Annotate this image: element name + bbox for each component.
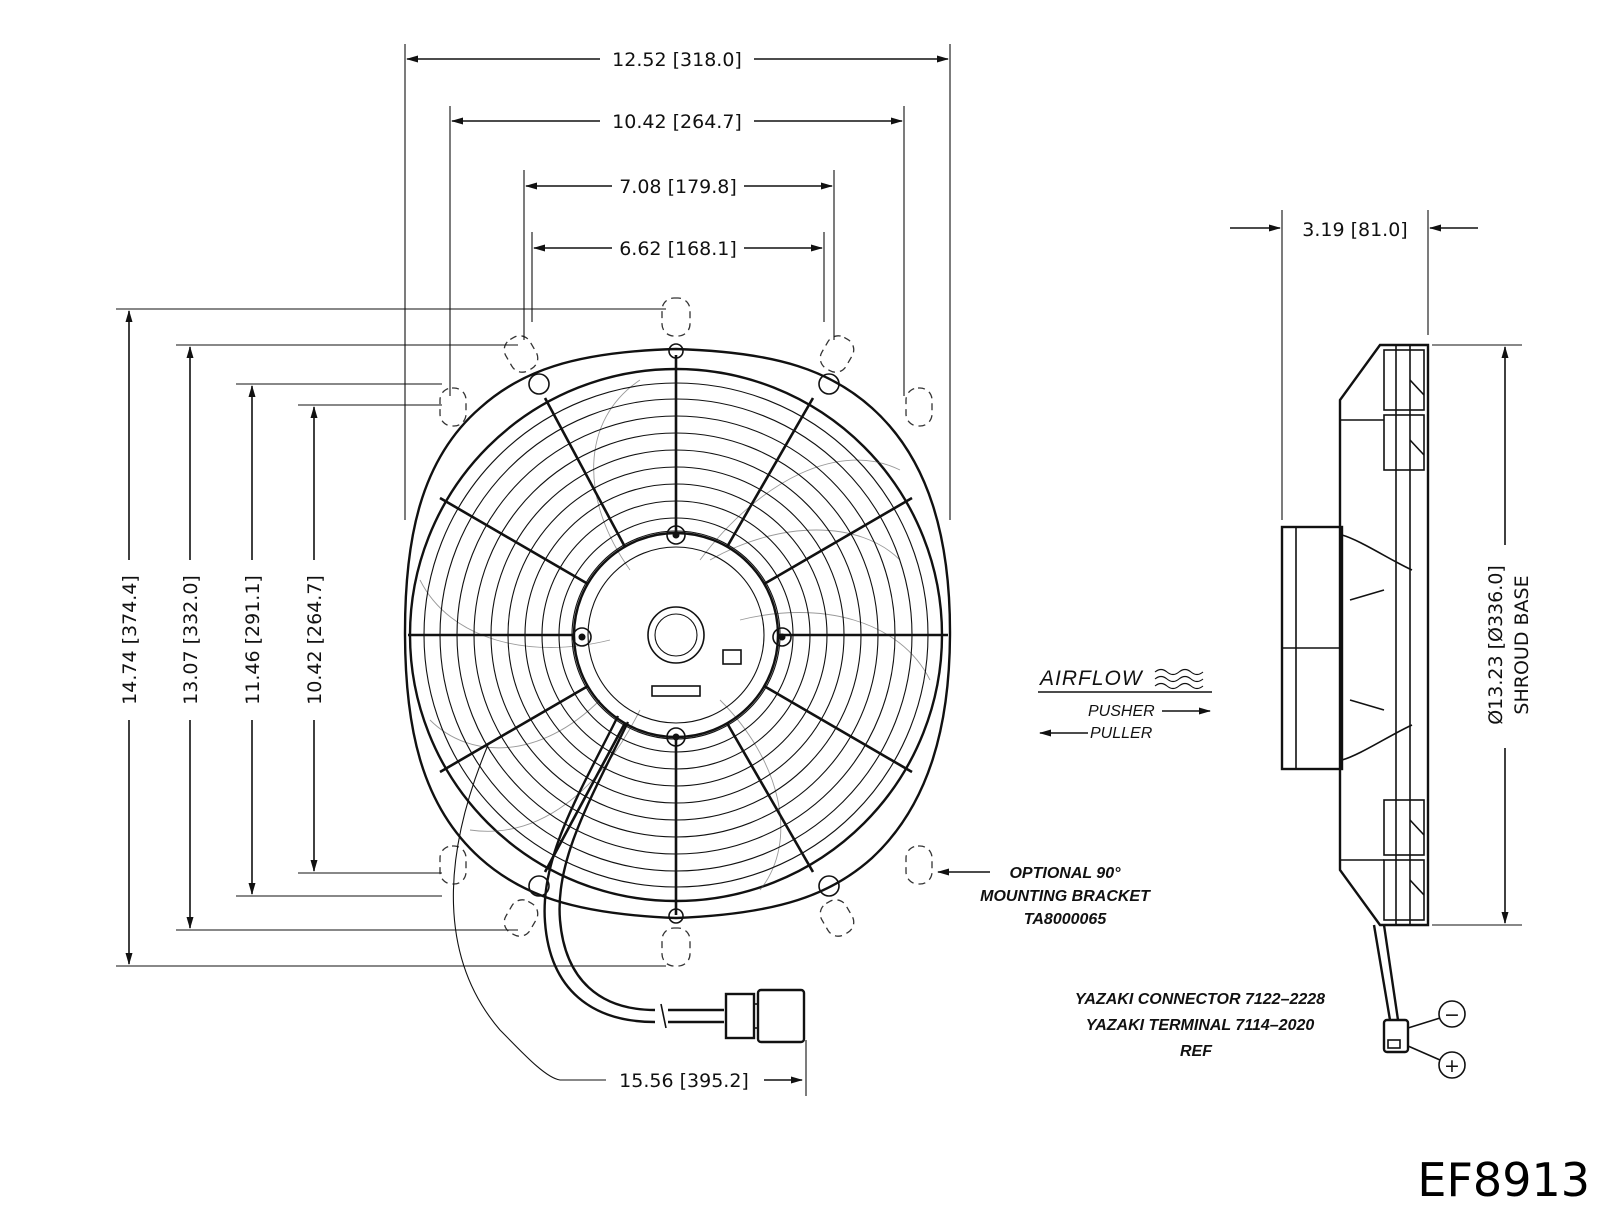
positive-terminal-icon: [1438, 1051, 1466, 1079]
dim-height-mount-1: 13.07 [332.0]: [180, 575, 202, 705]
puller-label: PULLER: [1090, 725, 1153, 742]
dim-height-overall: 14.74 [374.4]: [119, 575, 141, 705]
motor-label-plate: [651, 685, 701, 697]
pusher-label: PUSHER: [1088, 703, 1155, 720]
motor-hub: [572, 531, 780, 739]
connector-note: YAZAKI CONNECTOR 7122–2228 YAZAKI TERMIN…: [1075, 991, 1325, 1060]
yazaki-connector: [756, 988, 806, 1044]
shroud-side: [1338, 343, 1430, 927]
dim-width-overall: 12.52 [318.0]: [612, 49, 742, 71]
fan-spokes: [408, 355, 948, 915]
hub-screws: [572, 525, 792, 747]
connector-body: [724, 992, 756, 1040]
dim-width-mount-inner: 6.62 [168.1]: [619, 238, 737, 260]
airflow-wave-icon: [1154, 668, 1204, 690]
bracket-note-line-2: MOUNTING BRACKET: [980, 888, 1151, 905]
polarity-negative: −: [1444, 1004, 1460, 1026]
connector-note-line-2: YAZAKI TERMINAL 7114–2020: [1086, 1017, 1315, 1034]
shroud-outline: [403, 347, 952, 920]
shroud-base-label: SHROUD BASE: [1511, 575, 1533, 714]
width-dimensions: 12.52 [318.0] 10.42 [264.7] 7.08 [179.8]…: [404, 44, 951, 520]
airflow-label: AIRFLOW: [1038, 667, 1144, 690]
fan-side-view: 3.19 [81.0] − +: [1230, 210, 1533, 1079]
dim-width-mount-outer: 10.42 [264.7]: [612, 111, 742, 133]
bracket-note-line-3: TA8000065: [1024, 911, 1108, 928]
airflow-indicator: AIRFLOW PUSHER PULLER: [1038, 667, 1212, 742]
wire-harness: [543, 715, 806, 1044]
bracket-note-line-1: OPTIONAL 90°: [1009, 865, 1121, 882]
optional-brackets: [439, 297, 933, 967]
height-dimensions: 14.74 [374.4] 13.07 [332.0] 11.46 [291.1…: [116, 308, 666, 967]
terminal-side: [1382, 1018, 1410, 1054]
wire-length-dimension: 15.56 [395.2]: [452, 744, 807, 1096]
dim-depth: 3.19 [81.0]: [1302, 219, 1407, 241]
shroud-mounting-tabs: [528, 343, 840, 924]
dim-wire-length: 15.56 [395.2]: [619, 1070, 749, 1092]
part-number: EF8913: [1417, 1153, 1590, 1207]
connector-note-line-1: YAZAKI CONNECTOR 7122–2228: [1075, 991, 1325, 1008]
dim-height-mount-3: 10.42 [264.7]: [304, 575, 326, 705]
dim-shroud-diameter: Ø13.23 [Ø336.0]: [1485, 565, 1507, 725]
bracket-note: OPTIONAL 90° MOUNTING BRACKET TA8000065: [937, 865, 1151, 928]
connector-note-line-3: REF: [1180, 1043, 1213, 1060]
fan-front-view: [403, 297, 952, 1044]
negative-terminal-icon: [1438, 1000, 1466, 1028]
dim-height-mount-2: 11.46 [291.1]: [242, 575, 264, 705]
polarity-positive: +: [1444, 1055, 1460, 1077]
dim-width-mount-mid: 7.08 [179.8]: [619, 176, 737, 198]
